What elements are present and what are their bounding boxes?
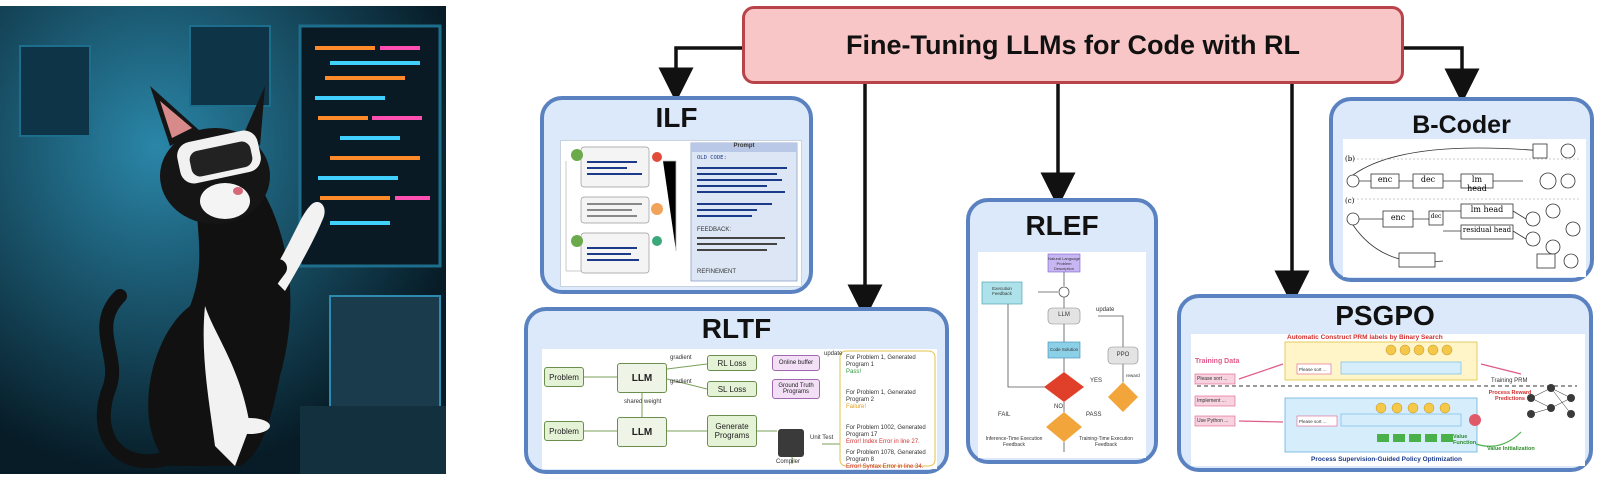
rltf-arrows — [584, 350, 936, 467]
rlef-reward: reward — [1126, 373, 1140, 378]
rltf-generate: Generate Programs — [707, 415, 757, 447]
rlef-title: RLEF — [1025, 210, 1099, 241]
rlef-llm: LLM — [1058, 312, 1070, 318]
bcoder-dec-b: dec — [1420, 175, 1436, 184]
bcoder-label-b: (b) — [1345, 155, 1355, 163]
rltf-results: For Problem 1, Generated Program 1 Pass!… — [846, 355, 932, 471]
psgpo-value-init: Value Initialization — [1487, 446, 1535, 452]
rltf-llm-1: LLM — [617, 363, 667, 393]
psgpo-process-reward: Process Reward Predictions — [1488, 390, 1532, 402]
rltf-gradient-1: gradient — [670, 355, 692, 361]
bcoder-lmhead-b: lm head — [1467, 175, 1487, 193]
psgpo-training-prm: Training PRM — [1491, 378, 1528, 384]
rltf-shared-weight: shared weight — [624, 399, 662, 405]
rltf-unit-test: Unit Test — [810, 435, 834, 441]
psgpo-auto-title: Automatic Construct PRM labels by Binary… — [1287, 334, 1443, 341]
bcoder-label-c: (c) — [1345, 197, 1355, 205]
rltf-compiler: Compiler — [776, 459, 801, 465]
ilf-prompt-header: Prompt — [733, 143, 755, 149]
psgpo-input-2: Implement ... — [1197, 398, 1226, 404]
psgpo-title: PSGPO — [1335, 300, 1435, 331]
bcoder-panel: B-Coder (b) (c) — [1329, 97, 1594, 282]
rltf-result-label: For Problem 1002, Generated Program 17 — [846, 425, 926, 438]
rlef-fail: FAIL — [998, 412, 1011, 418]
cat-illustration — [0, 6, 446, 474]
rltf-problem-1: Problem — [544, 367, 584, 387]
rlef-pass: PASS — [1086, 412, 1102, 418]
compiler-robot-icon — [778, 429, 804, 457]
ilf-flow-graphic — [565, 142, 798, 282]
diagram-title-box: Fine-Tuning LLMs for Code with RL — [742, 6, 1404, 84]
bcoder-figure: (b) (c) enc dec lm head enc dec lm head … — [1343, 139, 1586, 277]
rltf-title: RLTF — [701, 313, 772, 344]
rltf-gradient-2: gradient — [670, 379, 692, 385]
rlef-yes: YES — [1090, 378, 1103, 384]
rlef-code-solution: Code Solution — [1049, 347, 1079, 352]
rltf-result-label: For Problem 1, Generated Program 1 — [846, 355, 916, 368]
rlef-training-label: Training-Time Execution Feedback — [1079, 436, 1133, 448]
rlef-inference-label: Inference-Time Execution Feedback — [985, 436, 1043, 448]
rlef-panel: RLEF Natural Language Problem Descriptio… — [966, 198, 1158, 464]
rltf-online-buffer: Online buffer — [772, 355, 820, 371]
rltf-result-label: For Problem 1078, Generated Program 8 — [846, 450, 926, 463]
psgpo-graphic — [1194, 341, 1577, 453]
rltf-result-label: For Problem 1, Generated Program 2 — [846, 390, 916, 403]
ilf-old-code: OLD CODE: — [697, 155, 727, 161]
rltf-result-status: Error! Index Error in line 27. — [846, 439, 920, 445]
rltf-panel: RLTF Problem Problem LLM LLM shared weig… — [524, 307, 949, 474]
bcoder-lmhead-c: lm head — [1470, 205, 1504, 214]
rltf-rl-loss: RL Loss — [707, 355, 757, 371]
bcoder-enc-c: enc — [1390, 213, 1406, 222]
arrow-to-bcoder — [1404, 46, 1480, 104]
rlef-nl-problem: Natural Language Problem Description — [1048, 256, 1080, 271]
arrow-to-ilf — [658, 46, 742, 103]
psgpo-value-function: Value Function — [1453, 434, 1477, 446]
rltf-figure: Problem Problem LLM LLM shared weight gr… — [542, 349, 937, 471]
psgpo-training-data: Training Data — [1195, 358, 1240, 365]
rltf-llm-2: LLM — [617, 417, 667, 447]
rlef-figure: Natural Language Problem Description Exe… — [978, 252, 1146, 458]
psgpo-figure: Automatic Construct PRM labels by Binary… — [1191, 334, 1585, 466]
psgpo-prompt-top: Please sort ... — [1299, 367, 1327, 372]
psgpo-bottom-title: Process Supervision-Guided Policy Optimi… — [1311, 456, 1462, 463]
rltf-problem-2: Problem — [544, 421, 584, 441]
rltf-result-status: Failure! — [846, 404, 867, 410]
bcoder-enc-b: enc — [1377, 175, 1393, 184]
rltf-update: update — [824, 351, 843, 357]
rltf-result-status: Pass! — [846, 369, 862, 375]
psgpo-panel: PSGPO — [1177, 294, 1593, 472]
bcoder-title: B-Coder — [1412, 111, 1511, 139]
rltf-result-status: Error! Syntax Error in line 34. — [846, 464, 924, 470]
psgpo-prompt-bottom: Please sort ... — [1299, 419, 1327, 424]
bcoder-dec-c: dec — [1430, 213, 1442, 220]
ilf-title: ILF — [655, 102, 698, 133]
cat-vr-photo — [0, 6, 446, 474]
rlef-exec-feedback: Execution Feedback — [992, 286, 1012, 296]
ilf-figure: Prompt OLD CODE: FEEDBACK: REFINEMENT — [560, 140, 802, 287]
psgpo-input-1: Please sort ... — [1197, 376, 1228, 382]
rlef-no: NO — [1054, 404, 1063, 410]
diagram-title: Fine-Tuning LLMs for Code with RL — [846, 29, 1300, 60]
rlef-flow-lines — [981, 253, 1139, 452]
ilf-refinement: REFINEMENT — [697, 269, 736, 275]
psgpo-input-3: Use Python ... — [1197, 418, 1229, 424]
bcoder-residual-head: residual head — [1462, 226, 1512, 234]
ilf-panel: ILF Prompt OLD CODE: FEEDBACK: REFINEMEN… — [540, 96, 813, 294]
rltf-sl-loss: SL Loss — [707, 381, 757, 397]
bcoder-graph-lines — [1346, 143, 1581, 269]
rltf-ground-truth: Ground Truth Programs — [772, 379, 820, 399]
ilf-feedback: FEEDBACK: — [697, 227, 732, 233]
rlef-update: update — [1096, 307, 1115, 313]
rlef-ppo: PPO — [1116, 352, 1130, 358]
